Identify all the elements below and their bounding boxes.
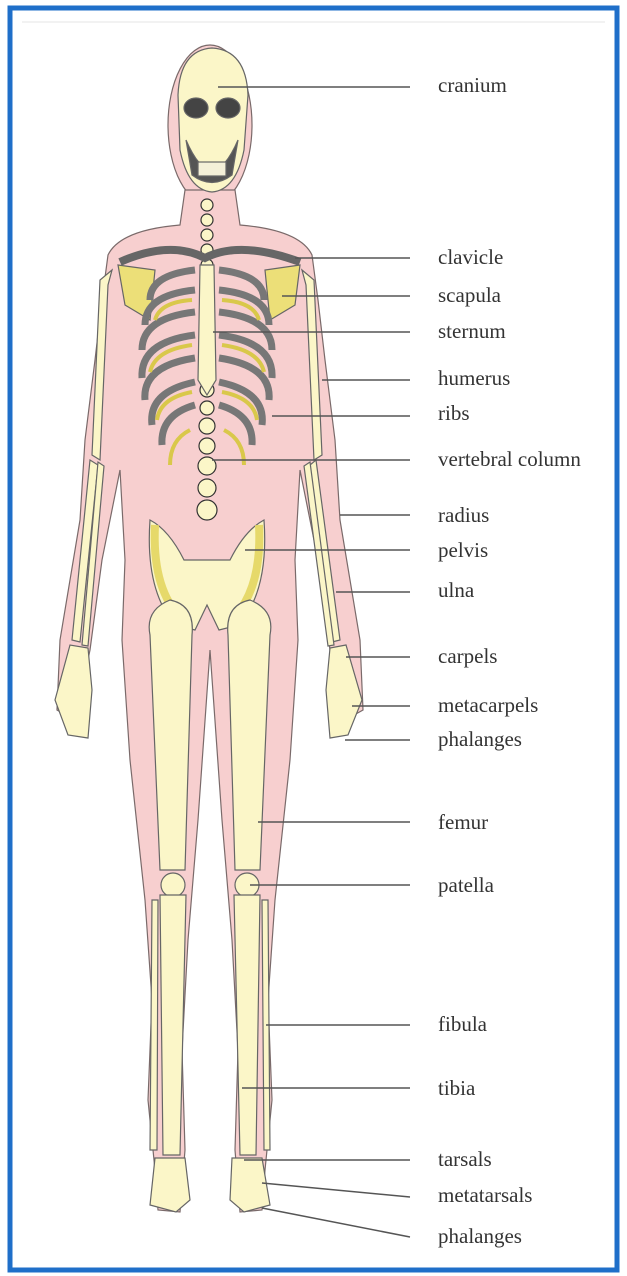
- label-patella: patella: [438, 873, 494, 897]
- label-pelvis: pelvis: [438, 538, 488, 562]
- fibula-left: [150, 900, 158, 1150]
- label-sternum: sternum: [438, 319, 506, 343]
- leader-metatarsals: [262, 1183, 410, 1197]
- eye-socket-right: [216, 98, 240, 118]
- label-fibula: fibula: [438, 1012, 487, 1036]
- label-clavicle: clavicle: [438, 245, 503, 269]
- label-ribs: ribs: [438, 401, 470, 425]
- label-phalanges-hand: phalanges: [438, 727, 522, 751]
- sternum: [198, 265, 216, 395]
- label-phalanges-foot: phalanges: [438, 1224, 522, 1248]
- foot-left: [150, 1158, 190, 1212]
- label-carpels: carpels: [438, 644, 497, 668]
- label-femur: femur: [438, 810, 488, 834]
- label-tarsals: tarsals: [438, 1147, 492, 1171]
- frame-border: [10, 8, 617, 1270]
- label-metacarpels: metacarpels: [438, 693, 538, 717]
- label-cranium: cranium: [438, 73, 507, 97]
- label-vertebral-column: vertebral column: [438, 447, 581, 471]
- leader-phalanges-foot: [262, 1208, 410, 1237]
- label-ulna: ulna: [438, 578, 474, 602]
- label-scapula: scapula: [438, 283, 501, 307]
- eye-socket-left: [184, 98, 208, 118]
- label-metatarsals: metatarsals: [438, 1183, 532, 1207]
- label-radius: radius: [438, 503, 489, 527]
- patella-left: [161, 873, 185, 897]
- teeth: [198, 162, 226, 176]
- label-tibia: tibia: [438, 1076, 475, 1100]
- label-humerus: humerus: [438, 366, 510, 390]
